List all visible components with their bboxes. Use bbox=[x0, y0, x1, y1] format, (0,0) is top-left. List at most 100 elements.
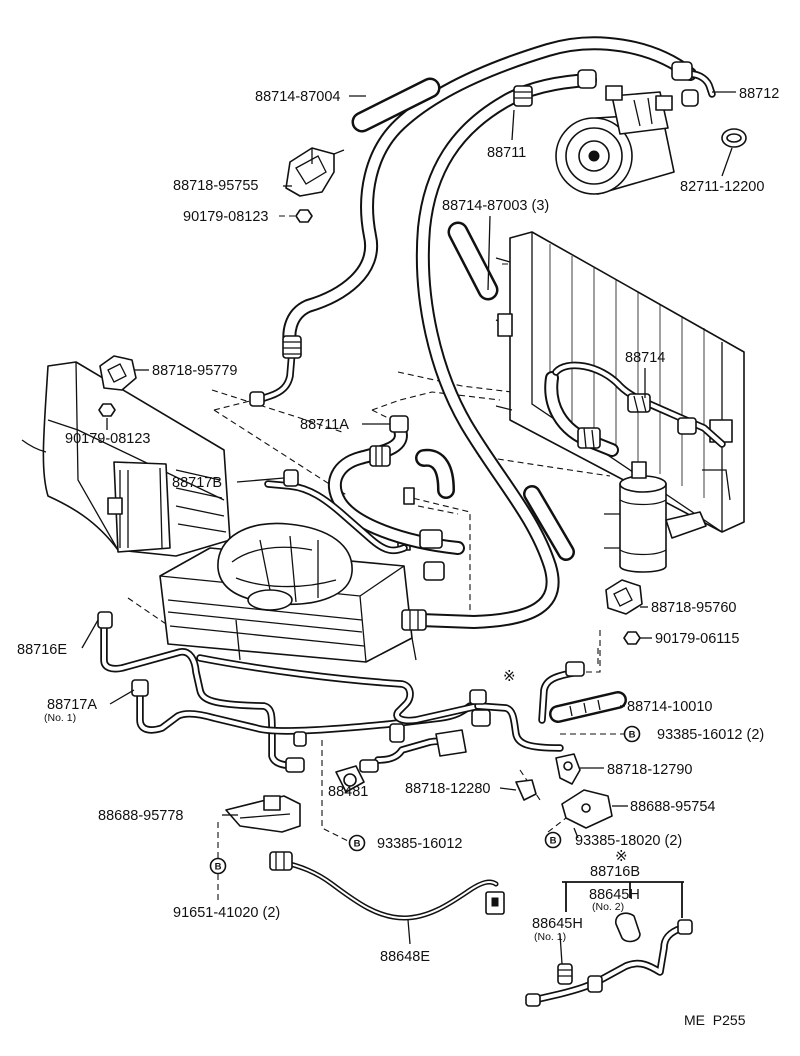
label-88645h-no1-note: (No. 1) bbox=[534, 931, 566, 943]
hose-piece-88714-87003-line bbox=[525, 487, 573, 559]
hose-fittings-rect bbox=[671, 61, 693, 81]
nut-90179-06115 bbox=[623, 631, 641, 645]
dashed-reference-lines-path bbox=[213, 409, 349, 497]
hose-fittings-rect bbox=[285, 757, 305, 773]
condenser-path bbox=[549, 244, 705, 498]
plate-88688-95778-rect bbox=[263, 795, 281, 811]
blower-unit-path bbox=[231, 546, 337, 588]
bolt-marker-93385-18020-circle bbox=[544, 831, 562, 849]
bolt-marker-letter: B bbox=[550, 836, 557, 847]
label-90179-08123-top: 90179-08123 bbox=[183, 209, 268, 225]
hose-fittings-rect bbox=[369, 445, 391, 467]
hose-fittings-rect bbox=[131, 679, 149, 697]
bracket-88718-12280 bbox=[515, 779, 537, 801]
dashed-reference-lines-path bbox=[547, 817, 567, 833]
bolt-marker-91651-41020-circle bbox=[209, 857, 227, 875]
bolt-marker-93385-16012-2-circle bbox=[623, 725, 641, 743]
hose-fittings-path bbox=[283, 341, 301, 355]
label-90179-08123-left: 90179-08123 bbox=[65, 431, 150, 447]
dashed-reference-lines bbox=[127, 263, 624, 902]
dashed-reference-lines-path bbox=[211, 389, 343, 433]
clamp-88718-95760-path bbox=[605, 579, 643, 615]
assembly-88716b-path bbox=[615, 912, 641, 943]
expansion-valve-88481-rect bbox=[359, 759, 379, 773]
assembly-88716b bbox=[525, 881, 693, 1007]
hose-fittings-path bbox=[583, 427, 595, 449]
label-88718-95760: 88718-95760 bbox=[651, 600, 736, 616]
clamp-88718-95755-path bbox=[295, 155, 327, 185]
nut-90179-08123-top bbox=[295, 209, 313, 223]
receiver-dryer-path bbox=[665, 511, 707, 539]
bolt-marker-93385-16012-circle bbox=[348, 834, 366, 852]
nut-90179-08123-left-polygon bbox=[98, 403, 116, 417]
evaporator-housing-path bbox=[175, 469, 227, 533]
bolt-marker-91651-41020: B bbox=[209, 857, 227, 875]
dashed-reference-lines-path bbox=[403, 495, 471, 612]
plate-88688-95754-path bbox=[573, 827, 579, 839]
page-code: ME P255 bbox=[684, 1012, 746, 1028]
hose-piece-88714-10010-path bbox=[569, 699, 601, 717]
clamp-88718-95779 bbox=[99, 355, 137, 391]
hose-fittings-rect bbox=[389, 415, 409, 433]
clamp-88718-95779-path bbox=[99, 355, 137, 391]
expansion-valve-88481-rect bbox=[389, 723, 405, 743]
label-88645h-no2: 88645H bbox=[589, 887, 640, 903]
hose-piece-88714-87003 bbox=[415, 221, 575, 561]
label-88645h-no1: 88645H bbox=[532, 916, 583, 932]
clamp-88718-95755-path bbox=[311, 148, 345, 164]
evaporator-housing bbox=[21, 361, 231, 557]
leader-lines-line bbox=[499, 787, 517, 791]
assembly-88716b-path bbox=[562, 881, 684, 918]
leader-lines-line bbox=[407, 919, 411, 945]
clamp-82711-12200-ellipse bbox=[726, 133, 742, 143]
label-88481: 88481 bbox=[328, 784, 368, 800]
blower-unit bbox=[159, 487, 417, 663]
hose-fittings-rect bbox=[282, 335, 302, 359]
leader-lines-line bbox=[511, 109, 515, 141]
receiver-dryer bbox=[604, 461, 707, 573]
label-88712: 88712 bbox=[739, 86, 779, 102]
label-88718-95779: 88718-95779 bbox=[152, 363, 237, 379]
label-88717b: 88717B bbox=[172, 475, 222, 491]
label-93385-16012-2: 93385-16012 (2) bbox=[657, 727, 764, 743]
evaporator-housing-rect bbox=[107, 497, 123, 515]
bolt-markers: B B B B bbox=[209, 725, 641, 875]
plate-88688-95754-circle bbox=[581, 803, 591, 813]
label-88688-95778: 88688-95778 bbox=[98, 808, 183, 824]
blower-unit-ellipse bbox=[247, 589, 293, 611]
label-88688-95754: 88688-95754 bbox=[630, 799, 715, 815]
clamp-88718-95755-path bbox=[285, 147, 335, 197]
hose-fittings-rect bbox=[565, 661, 585, 677]
expansion-valve-88481-circle bbox=[343, 773, 357, 787]
bolt-marker-letter: B bbox=[354, 839, 361, 850]
label-88718-12790: 88718-12790 bbox=[607, 762, 692, 778]
hose-fittings-rect bbox=[401, 609, 427, 631]
pipe-loop bbox=[200, 658, 478, 721]
hose-piece-88714-10010-line bbox=[551, 693, 625, 721]
compressor-rect bbox=[605, 85, 623, 101]
leader-lines bbox=[81, 91, 736, 965]
hose-fittings-rect bbox=[423, 561, 445, 581]
label-88717a: 88717A bbox=[47, 697, 97, 713]
expansion-valve-88481-rect bbox=[293, 731, 307, 747]
label-88714-87004: 88714-87004 bbox=[255, 89, 340, 105]
hose-fittings-path bbox=[375, 446, 383, 466]
blower-unit-rect bbox=[403, 487, 415, 505]
hose-fittings-rect bbox=[627, 393, 651, 413]
plate-88688-95778 bbox=[225, 795, 301, 833]
hose-fittings-rect bbox=[681, 89, 699, 107]
label-82711-12200: 82711-12200 bbox=[680, 179, 764, 195]
dashed-reference-lines-path bbox=[586, 628, 601, 673]
compressor-path bbox=[633, 97, 653, 127]
label-88718-95755: 88718-95755 bbox=[173, 178, 258, 194]
assembly-88716b-path bbox=[558, 969, 572, 977]
dashed-reference-lines-path bbox=[371, 391, 501, 411]
label-88716b: 88716B bbox=[590, 864, 640, 880]
plate-88688-95778-path bbox=[239, 813, 291, 819]
receiver-dryer-path bbox=[619, 499, 667, 556]
nut-90179-06115-polygon bbox=[623, 631, 641, 645]
bracket-88718-12790 bbox=[555, 753, 581, 785]
bolt-marker-93385-16012-2: B bbox=[623, 725, 641, 743]
clamp-82711-12200 bbox=[721, 128, 747, 148]
leader-lines-line bbox=[81, 619, 99, 649]
